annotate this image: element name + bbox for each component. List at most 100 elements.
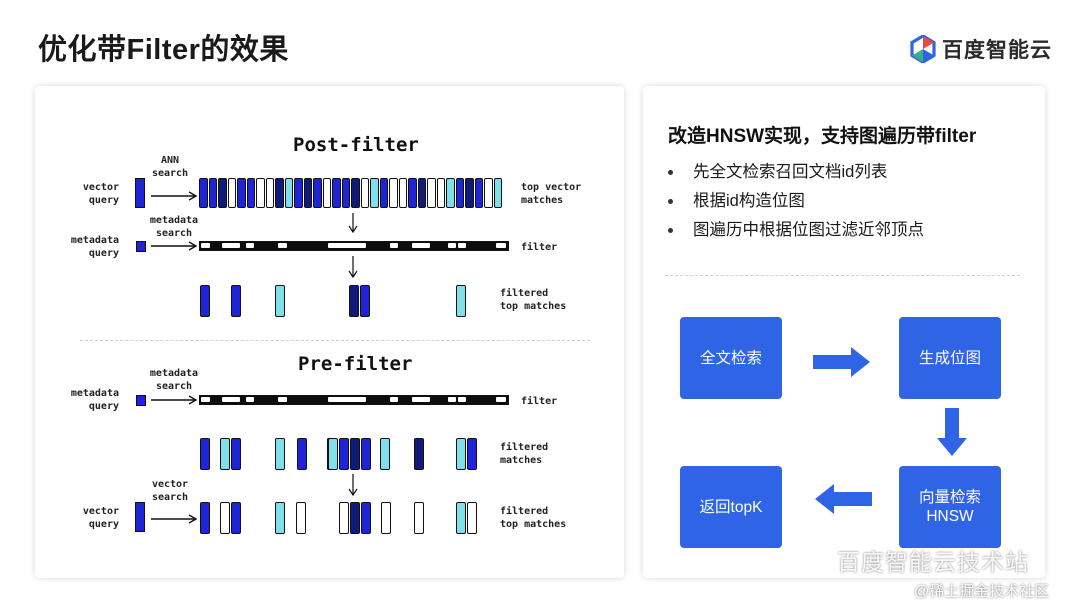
vector-match-cell [208, 178, 217, 208]
match-block [349, 285, 359, 317]
vector-match-cell [237, 178, 246, 208]
vector-match-cell [246, 178, 255, 208]
vector-match-cell [417, 178, 426, 208]
hnsw-filter-panel: 改造HNSW实现，支持图遍历带filter 先全文检索召回文档id列表 根据id… [643, 86, 1045, 578]
match-block [456, 502, 466, 534]
flow-step-vector-search-hnsw: 向量检索 HNSW [899, 466, 1001, 548]
filter-pass-segment [328, 243, 366, 248]
metadata-search-arrow-post [151, 241, 198, 251]
metadata-search-label-pre: metadata search [149, 368, 199, 392]
match-block [328, 438, 338, 470]
filter-pass-segment [201, 243, 210, 248]
metadata-search-label-post: metadata search [149, 215, 199, 239]
metadata-search-arrow-pre [151, 395, 198, 405]
filter-bar-post [199, 241, 509, 251]
down-arrow-3 [348, 474, 358, 497]
vector-match-cell [427, 178, 436, 208]
match-block [297, 438, 307, 470]
filter-pass-segment [496, 397, 506, 402]
vector-match-cell [322, 178, 331, 208]
match-block [467, 502, 477, 534]
match-block [275, 502, 285, 534]
match-block [361, 502, 371, 534]
filter-pass-segment [448, 397, 456, 402]
filter-pass-segment [246, 243, 254, 248]
filter-pass-segment [448, 243, 456, 248]
vector-match-cell [398, 178, 407, 208]
filter-label-post: filter [521, 242, 558, 253]
vector-match-cell [227, 178, 236, 208]
filter-pass-segment [278, 397, 287, 402]
vector-match-cell [455, 178, 464, 208]
bullet-item: 图遍历中根据位图过滤近邻顶点 [668, 216, 924, 245]
filter-diagram-panel: Post-filter ANN search vector query top … [35, 86, 624, 578]
filtered-top-matches-label-post: filtered top matches [500, 288, 567, 312]
match-block [275, 438, 285, 470]
metadata-query-square-pre [136, 395, 146, 406]
filtered-top-matches-label-pre: filtered top matches [500, 506, 567, 530]
match-block [231, 438, 241, 470]
match-block [414, 438, 424, 470]
filtered-matches-label-pre: filtered matches [500, 442, 549, 466]
match-block [467, 438, 477, 470]
match-block [220, 502, 230, 534]
flow-arrow-right-icon [813, 347, 870, 377]
vector-match-cell [275, 178, 284, 208]
vector-match-cell [218, 178, 227, 208]
match-block [456, 285, 466, 317]
filter-label-pre: filter [521, 396, 558, 407]
post-filter-title: Post-filter [293, 134, 419, 156]
right-panel-divider [665, 275, 1020, 276]
vector-match-cell [474, 178, 483, 208]
vector-search-arrow-pre [151, 514, 198, 524]
vector-match-cell [360, 178, 369, 208]
match-block [200, 502, 210, 534]
metadata-query-label-pre: metadata query [70, 388, 119, 412]
flow-arrow-left-icon [815, 484, 872, 514]
vector-match-cell [484, 178, 493, 208]
vector-query-label: vector query [82, 182, 119, 206]
bullet-list: 先全文检索召回文档id列表 根据id构造位图 图遍历中根据位图过滤近邻顶点 [668, 158, 924, 245]
brand-name: 百度智能云 [942, 39, 1052, 62]
match-block [414, 502, 424, 534]
filter-pass-segment [246, 397, 254, 402]
filter-pass-segment [390, 397, 398, 402]
bullet-item: 根据id构造位图 [668, 187, 924, 216]
vector-match-cell [199, 178, 208, 208]
match-block [360, 285, 370, 317]
vector-search-label-pre: vector search [151, 479, 189, 503]
filter-pass-segment [412, 397, 430, 402]
filter-pass-segment [328, 397, 366, 402]
vector-match-cell [265, 178, 274, 208]
filter-pass-segment [201, 397, 210, 402]
vector-match-cell [341, 178, 350, 208]
vector-match-cell [493, 178, 502, 208]
right-panel-title: 改造HNSW实现，支持图遍历带filter [668, 126, 977, 147]
vector-match-cell [313, 178, 322, 208]
bullet-item: 先全文检索召回文档id列表 [668, 158, 924, 187]
match-block [361, 438, 371, 470]
filter-pass-segment [458, 397, 466, 402]
vector-match-cell [303, 178, 312, 208]
vector-match-cell [294, 178, 303, 208]
flow-step-build-bitmap: 生成位图 [899, 317, 1001, 399]
vector-match-cell [370, 178, 379, 208]
match-block [275, 285, 285, 317]
flow-step-fulltext-search: 全文检索 [680, 317, 782, 399]
ann-search-arrow [151, 191, 198, 201]
vector-match-cell [256, 178, 265, 208]
bullet-dot-icon [668, 228, 673, 233]
match-block [231, 285, 241, 317]
match-block [381, 502, 391, 534]
match-block [339, 502, 349, 534]
juejin-watermark: @稀土掘金技术社区 [914, 583, 1050, 600]
wechat-watermark: 百度智能云技术站 [805, 543, 1029, 577]
slide-title: 优化带Filter的效果 [38, 34, 289, 66]
vector-query-square-pre [135, 502, 145, 532]
vector-match-cell [351, 178, 360, 208]
vector-match-cell [389, 178, 398, 208]
filter-pass-segment [222, 397, 240, 402]
match-block [296, 502, 306, 534]
match-block [200, 285, 210, 317]
baidu-cloud-logo-icon [910, 35, 936, 63]
